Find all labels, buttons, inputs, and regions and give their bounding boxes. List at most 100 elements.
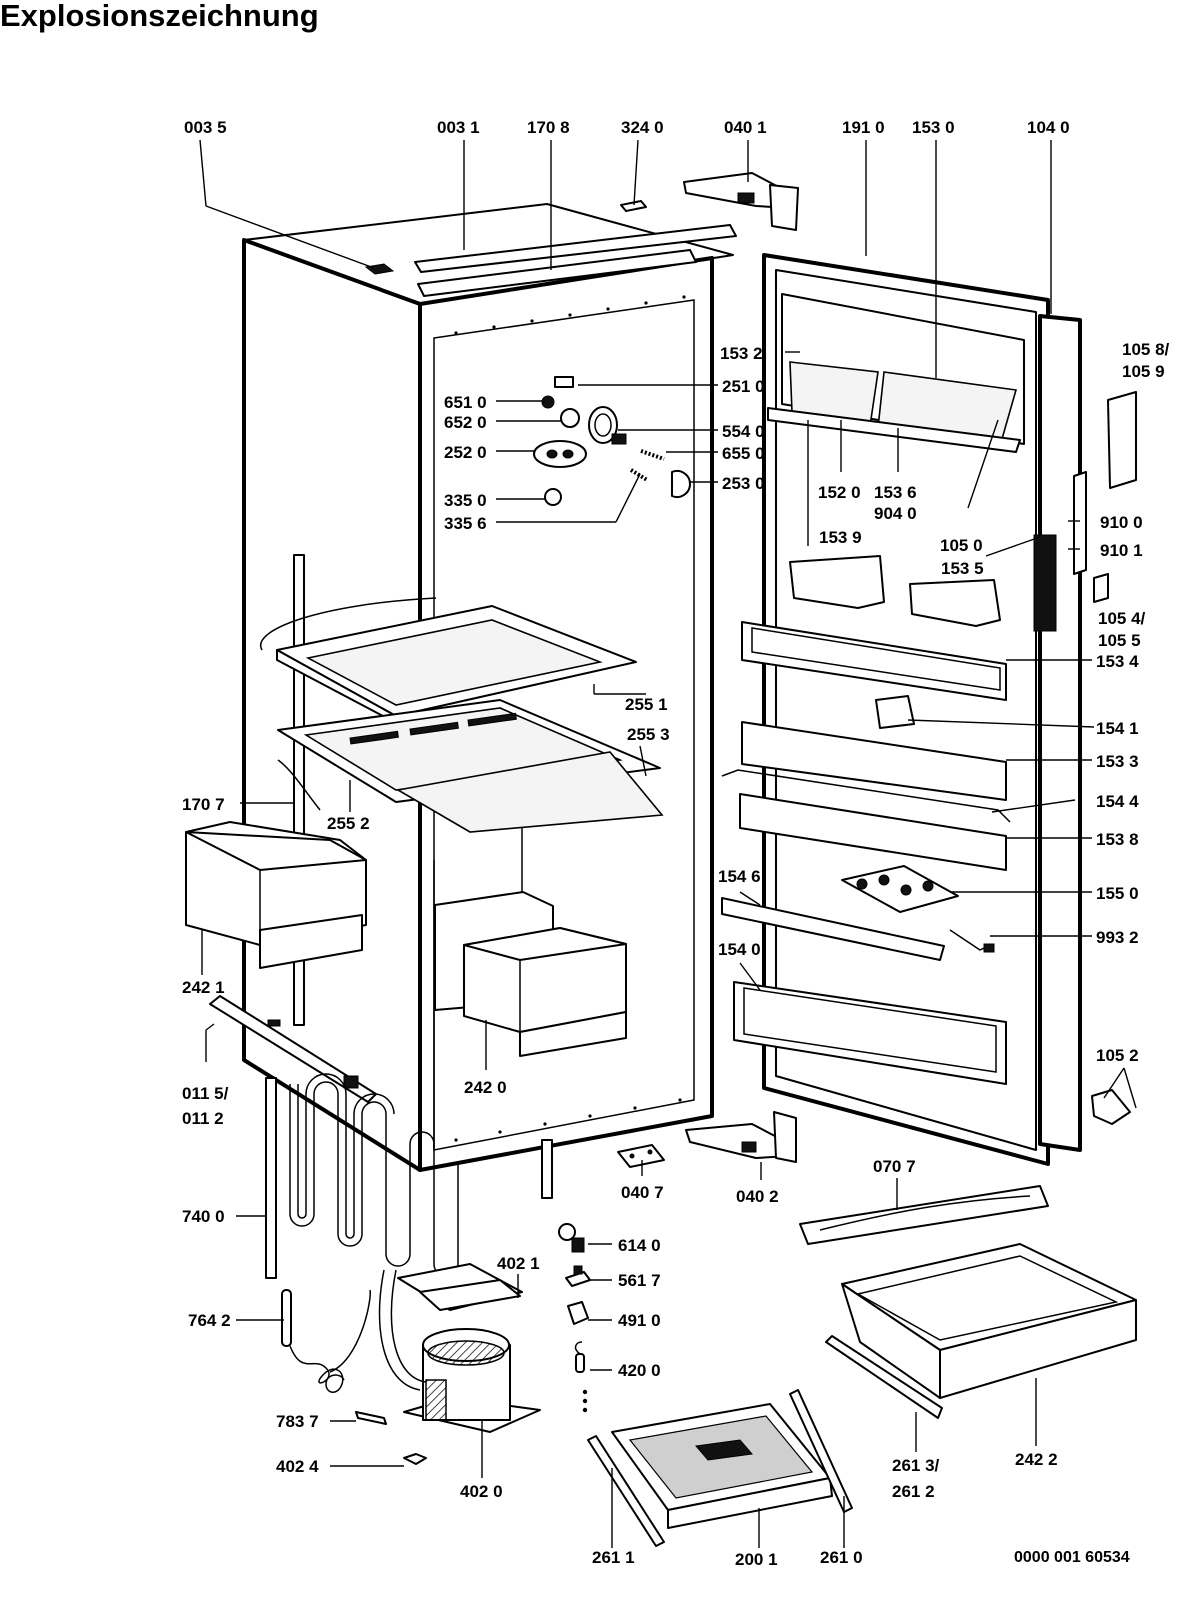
part-4910 [567, 1301, 589, 1325]
label-7642: 764 2 [188, 1311, 231, 1330]
clip-0035 [364, 263, 395, 275]
label-1533: 153 3 [1096, 752, 1139, 771]
part-6550 [640, 449, 665, 461]
label-2610: 261 0 [820, 1548, 863, 1567]
label-6550: 655 0 [722, 444, 765, 463]
label-1538: 153 8 [1096, 830, 1139, 849]
label-4200: 420 0 [618, 1361, 661, 1380]
compressor-4020 [378, 1269, 541, 1433]
compressor-mount-4021 [397, 1263, 523, 1311]
label-2520: 252 0 [444, 443, 487, 462]
label-5540: 554 0 [722, 422, 765, 441]
part-4024 [403, 1453, 427, 1465]
label-2613: 261 3/ [892, 1456, 940, 1475]
bottom-hinge-0402 [685, 1111, 797, 1163]
door-shelf-1538 [739, 793, 1007, 871]
label-1544: 154 4 [1096, 792, 1139, 811]
label-2552: 255 2 [327, 814, 370, 833]
label-1050: 105 0 [940, 536, 983, 555]
leader-lines [199, 139, 1137, 1548]
label-4024: 402 4 [276, 1457, 319, 1476]
top-hinge-0401 [683, 172, 799, 231]
label-1040: 104 0 [1027, 118, 1070, 137]
label-4020: 402 0 [460, 1482, 503, 1501]
part-4200 [574, 1341, 585, 1373]
label-1540: 154 0 [718, 940, 761, 959]
part-3350 [544, 488, 562, 506]
part-2530 [671, 470, 691, 498]
door-shelf-1540 [733, 981, 1007, 1085]
bracket-0707 [799, 1185, 1049, 1245]
label-1532: 153 2 [720, 344, 763, 363]
label-1546: 154 6 [718, 867, 761, 886]
label-1052: 105 2 [1096, 1046, 1139, 1065]
label-1520: 152 0 [818, 483, 861, 502]
rail-2611 [587, 1435, 665, 1547]
part-6510 [541, 395, 555, 409]
label-0115: 011 5/ [182, 1084, 229, 1103]
label-1910: 191 0 [842, 118, 885, 137]
label-0035: 003 5 [184, 118, 227, 137]
label-2422: 242 2 [1015, 1450, 1058, 1469]
part-6140 [558, 1223, 585, 1253]
door-trim-1546 [721, 897, 945, 961]
rail-2613 [825, 1335, 943, 1419]
label-1535: 153 5 [941, 559, 984, 578]
capillary-7642 [281, 1289, 371, 1393]
label-4910: 491 0 [618, 1311, 661, 1330]
label-2510: 251 0 [722, 377, 765, 396]
shelf-trim [259, 597, 437, 651]
label-5617: 561 7 [618, 1271, 661, 1290]
control-assembly [533, 376, 691, 506]
door-strip-1050 [1033, 534, 1057, 632]
glass-shelf-2553 [277, 699, 664, 833]
label-1707: 170 7 [182, 795, 225, 814]
egg-tray-1550 [841, 865, 959, 913]
rail-2610 [789, 1389, 853, 1513]
part-5617 [565, 1265, 591, 1287]
crisper-drawer-2420 [463, 927, 627, 1057]
part-labels: 003 5 003 1 170 8 324 0 040 1 191 0 153 … [182, 118, 1170, 1569]
shelf-trim-2552 [277, 759, 321, 811]
part-6520 [560, 408, 580, 428]
door-track-9100 [1073, 471, 1087, 575]
crisper-drawer-2421 [185, 821, 367, 969]
glass-shelf-2551 [276, 605, 637, 725]
label-1541: 154 1 [1096, 719, 1139, 738]
label-0031: 003 1 [437, 118, 480, 137]
condenser-7400 [265, 1073, 553, 1279]
label-0407: 040 7 [621, 1183, 664, 1202]
label-1550: 155 0 [1096, 884, 1139, 903]
label-6140: 614 0 [618, 1236, 661, 1255]
label-0401: 040 1 [724, 118, 767, 137]
label-7400: 740 0 [182, 1207, 225, 1226]
door-panel-1040 [1038, 314, 1082, 1152]
label-3240: 324 0 [621, 118, 664, 137]
label-6520: 652 0 [444, 413, 487, 432]
label-3350: 335 0 [444, 491, 487, 510]
label-6510: 651 0 [444, 393, 487, 412]
label-2421: 242 1 [182, 978, 225, 997]
label-1539: 153 9 [819, 528, 862, 547]
label-1536: 153 6 [874, 483, 917, 502]
label-1530: 153 0 [912, 118, 955, 137]
top-rail-0031 [414, 224, 737, 273]
label-1055: 105 5 [1098, 631, 1141, 650]
label-1534: 153 4 [1096, 652, 1139, 671]
label-9932: 993 2 [1096, 928, 1139, 947]
label-1054: 105 4/ [1098, 609, 1146, 628]
part-7837 [355, 1411, 387, 1425]
top-rail-1708 [417, 249, 697, 297]
door-assembly [721, 253, 1137, 1166]
cabinet-screw-holes [454, 295, 686, 1142]
label-9040: 904 0 [874, 504, 917, 523]
part-1052 [1091, 1089, 1131, 1125]
label-2612: 261 2 [892, 1482, 935, 1501]
clip-1541 [875, 695, 915, 729]
bottom-grille-2001 [611, 1403, 833, 1529]
label-2530: 253 0 [722, 474, 765, 493]
label-2611: 261 1 [592, 1548, 635, 1567]
egg-box-1539 [789, 555, 885, 609]
